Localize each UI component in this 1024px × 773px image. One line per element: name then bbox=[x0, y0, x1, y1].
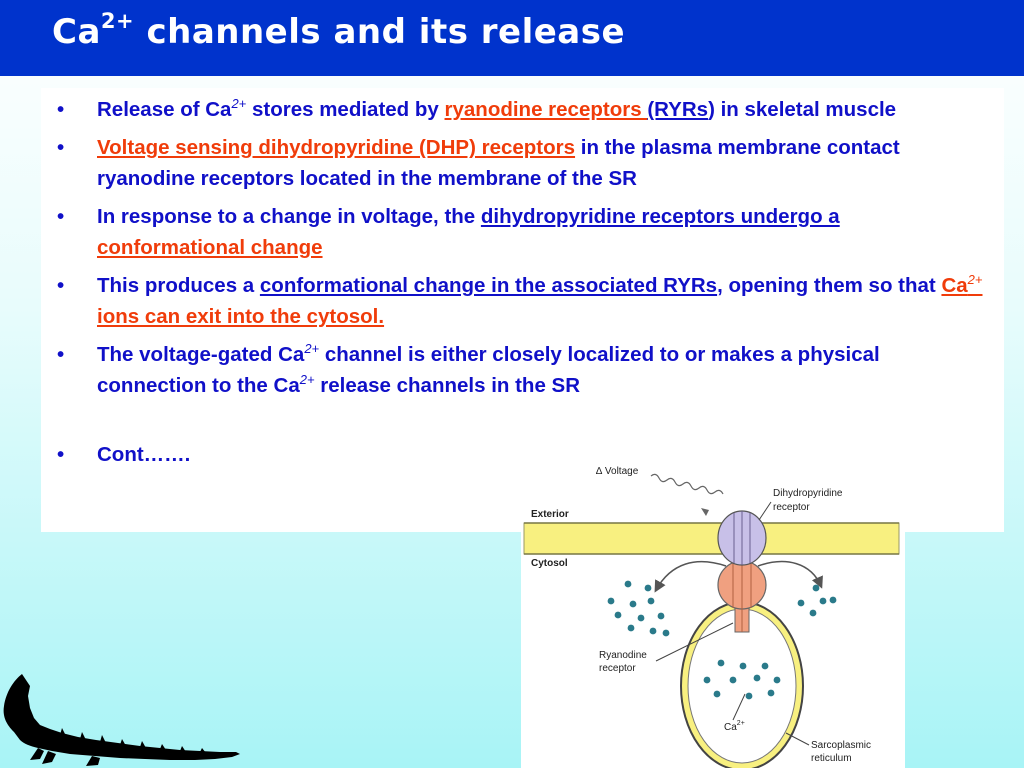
plasma-membrane bbox=[523, 522, 900, 555]
bullet-dot: • bbox=[57, 98, 65, 121]
calcium-ions-cytosol-left bbox=[607, 580, 670, 637]
figure-svg: Exterior Cytosol ∆ Voltage Dihydropyridi… bbox=[523, 466, 900, 768]
bullet-item-1: • Release of Ca2+ stores mediated by rya… bbox=[41, 94, 986, 125]
cytosol-label: Cytosol bbox=[531, 558, 568, 569]
bullet-dot: • bbox=[57, 274, 65, 297]
calcium-channel-figure: Exterior Cytosol ∆ Voltage Dihydropyridi… bbox=[521, 458, 905, 768]
bullet-dot: • bbox=[57, 343, 65, 366]
sr-label: Sarcoplasmic bbox=[811, 740, 871, 751]
ca-ions-exit-link[interactable]: Ca2+ ions can exit into the cytosol. bbox=[97, 272, 983, 328]
calcium-ions-cytosol-right bbox=[797, 584, 837, 617]
bullet-item-3: • In response to a change in voltage, th… bbox=[41, 201, 986, 263]
sr-label-line2: reticulum bbox=[811, 753, 852, 764]
bullet-dot: • bbox=[57, 443, 65, 466]
release-arrow-left bbox=[654, 560, 727, 593]
ca-label: Ca2+ bbox=[724, 720, 745, 733]
slide-title: Ca2+ channels and its release bbox=[52, 9, 626, 53]
bullet-item-2: • Voltage sensing dihydropyridine (DHP) … bbox=[41, 132, 986, 194]
conformational-change-link[interactable]: conformational change bbox=[97, 236, 323, 259]
voltage-label: ∆ Voltage bbox=[596, 466, 639, 477]
voltage-wave-arrow bbox=[650, 473, 724, 495]
calcium-ions-sr bbox=[703, 659, 781, 700]
ryrs-link[interactable]: (RYRs bbox=[647, 98, 709, 121]
bullet-dot: • bbox=[57, 205, 65, 228]
release-arrow-right bbox=[757, 560, 823, 589]
dhp-label-line2: receptor bbox=[773, 502, 810, 513]
ryr-label: Ryanodine bbox=[599, 650, 647, 661]
content-box: • Release of Ca2+ stores mediated by rya… bbox=[41, 88, 1004, 532]
associated-ryrs-link[interactable]: conformational change in the associated … bbox=[259, 274, 718, 297]
dhp-label: Dihydropyridine bbox=[773, 488, 843, 499]
bullet-item-5: • The voltage-gated Ca2+ channel is eith… bbox=[57, 341, 880, 397]
bullet-item-cont: • Cont……. bbox=[41, 439, 986, 470]
exterior-label: Exterior bbox=[531, 509, 569, 520]
bullet-list: • Release of Ca2+ stores mediated by rya… bbox=[41, 94, 986, 477]
bullet-item-4: • This produces a conformational change … bbox=[57, 272, 983, 328]
title-bar: Ca2+ channels and its release bbox=[0, 0, 1024, 76]
dhp-receptors-link[interactable]: Voltage sensing dihydropyridine (DHP) re… bbox=[97, 136, 576, 159]
ryanodine-receptors-link[interactable]: ryanodine receptors bbox=[444, 98, 648, 121]
dihydropyridine-receptors-link[interactable]: dihydropyridine receptors undergo a bbox=[480, 205, 840, 228]
alligator-silhouette-icon bbox=[0, 672, 245, 773]
ryr-label-line2: receptor bbox=[599, 663, 636, 674]
bullet-dot: • bbox=[57, 136, 65, 159]
